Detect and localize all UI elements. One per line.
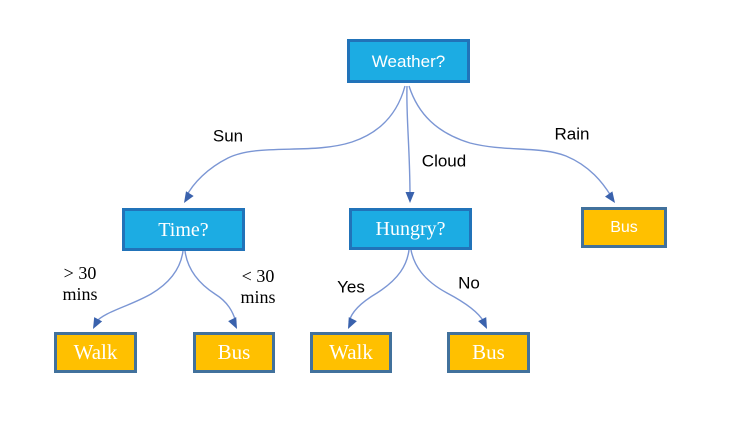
node-walk-hungry: Walk: [310, 332, 392, 373]
edge-label-rain: Rain: [554, 124, 590, 144]
edge-label-gt-30-line2: mins: [62, 284, 98, 304]
edge-label-cloud: Cloud: [421, 151, 467, 171]
edge-label-lt-30-line2: mins: [240, 287, 276, 307]
edge-no-line: [410, 249, 485, 323]
edge-sun-arrowhead: [184, 191, 194, 203]
edge-label-lt-30-line1: < 30: [241, 266, 275, 286]
node-walk-time: Walk: [54, 332, 137, 373]
edge-lt30-arrowhead: [228, 317, 237, 329]
edge-sun-line: [185, 85, 406, 198]
node-bus-hungry: Bus: [447, 332, 530, 373]
edge-rain-line: [408, 85, 612, 197]
node-time: Time?: [122, 208, 245, 251]
edge-rain-arrowhead: [605, 191, 615, 203]
edge-yes-line: [348, 249, 410, 323]
edge-label-gt-30-line1: > 30: [63, 263, 97, 283]
edge-label-sun: Sun: [212, 126, 244, 146]
edge-gt30-arrowhead: [93, 317, 103, 329]
edge-yes-arrowhead: [348, 317, 357, 329]
edge-label-yes: Yes: [337, 277, 365, 297]
edge-no-arrowhead: [478, 317, 487, 329]
node-bus-time: Bus: [193, 332, 275, 373]
edge-cloud-arrowhead: [405, 192, 415, 203]
edge-label-lt-30-mins: < 30 mins: [240, 266, 275, 308]
edge-lt30-line: [184, 250, 237, 323]
edge-label-gt-30-mins: > 30 mins: [62, 263, 97, 305]
edge-gt30-line: [95, 250, 184, 323]
node-hungry: Hungry?: [349, 208, 472, 250]
node-weather: Weather?: [347, 39, 470, 83]
node-bus-rain: Bus: [581, 207, 667, 248]
edge-cloud-line: [406, 85, 411, 197]
edge-label-no: No: [458, 273, 480, 293]
